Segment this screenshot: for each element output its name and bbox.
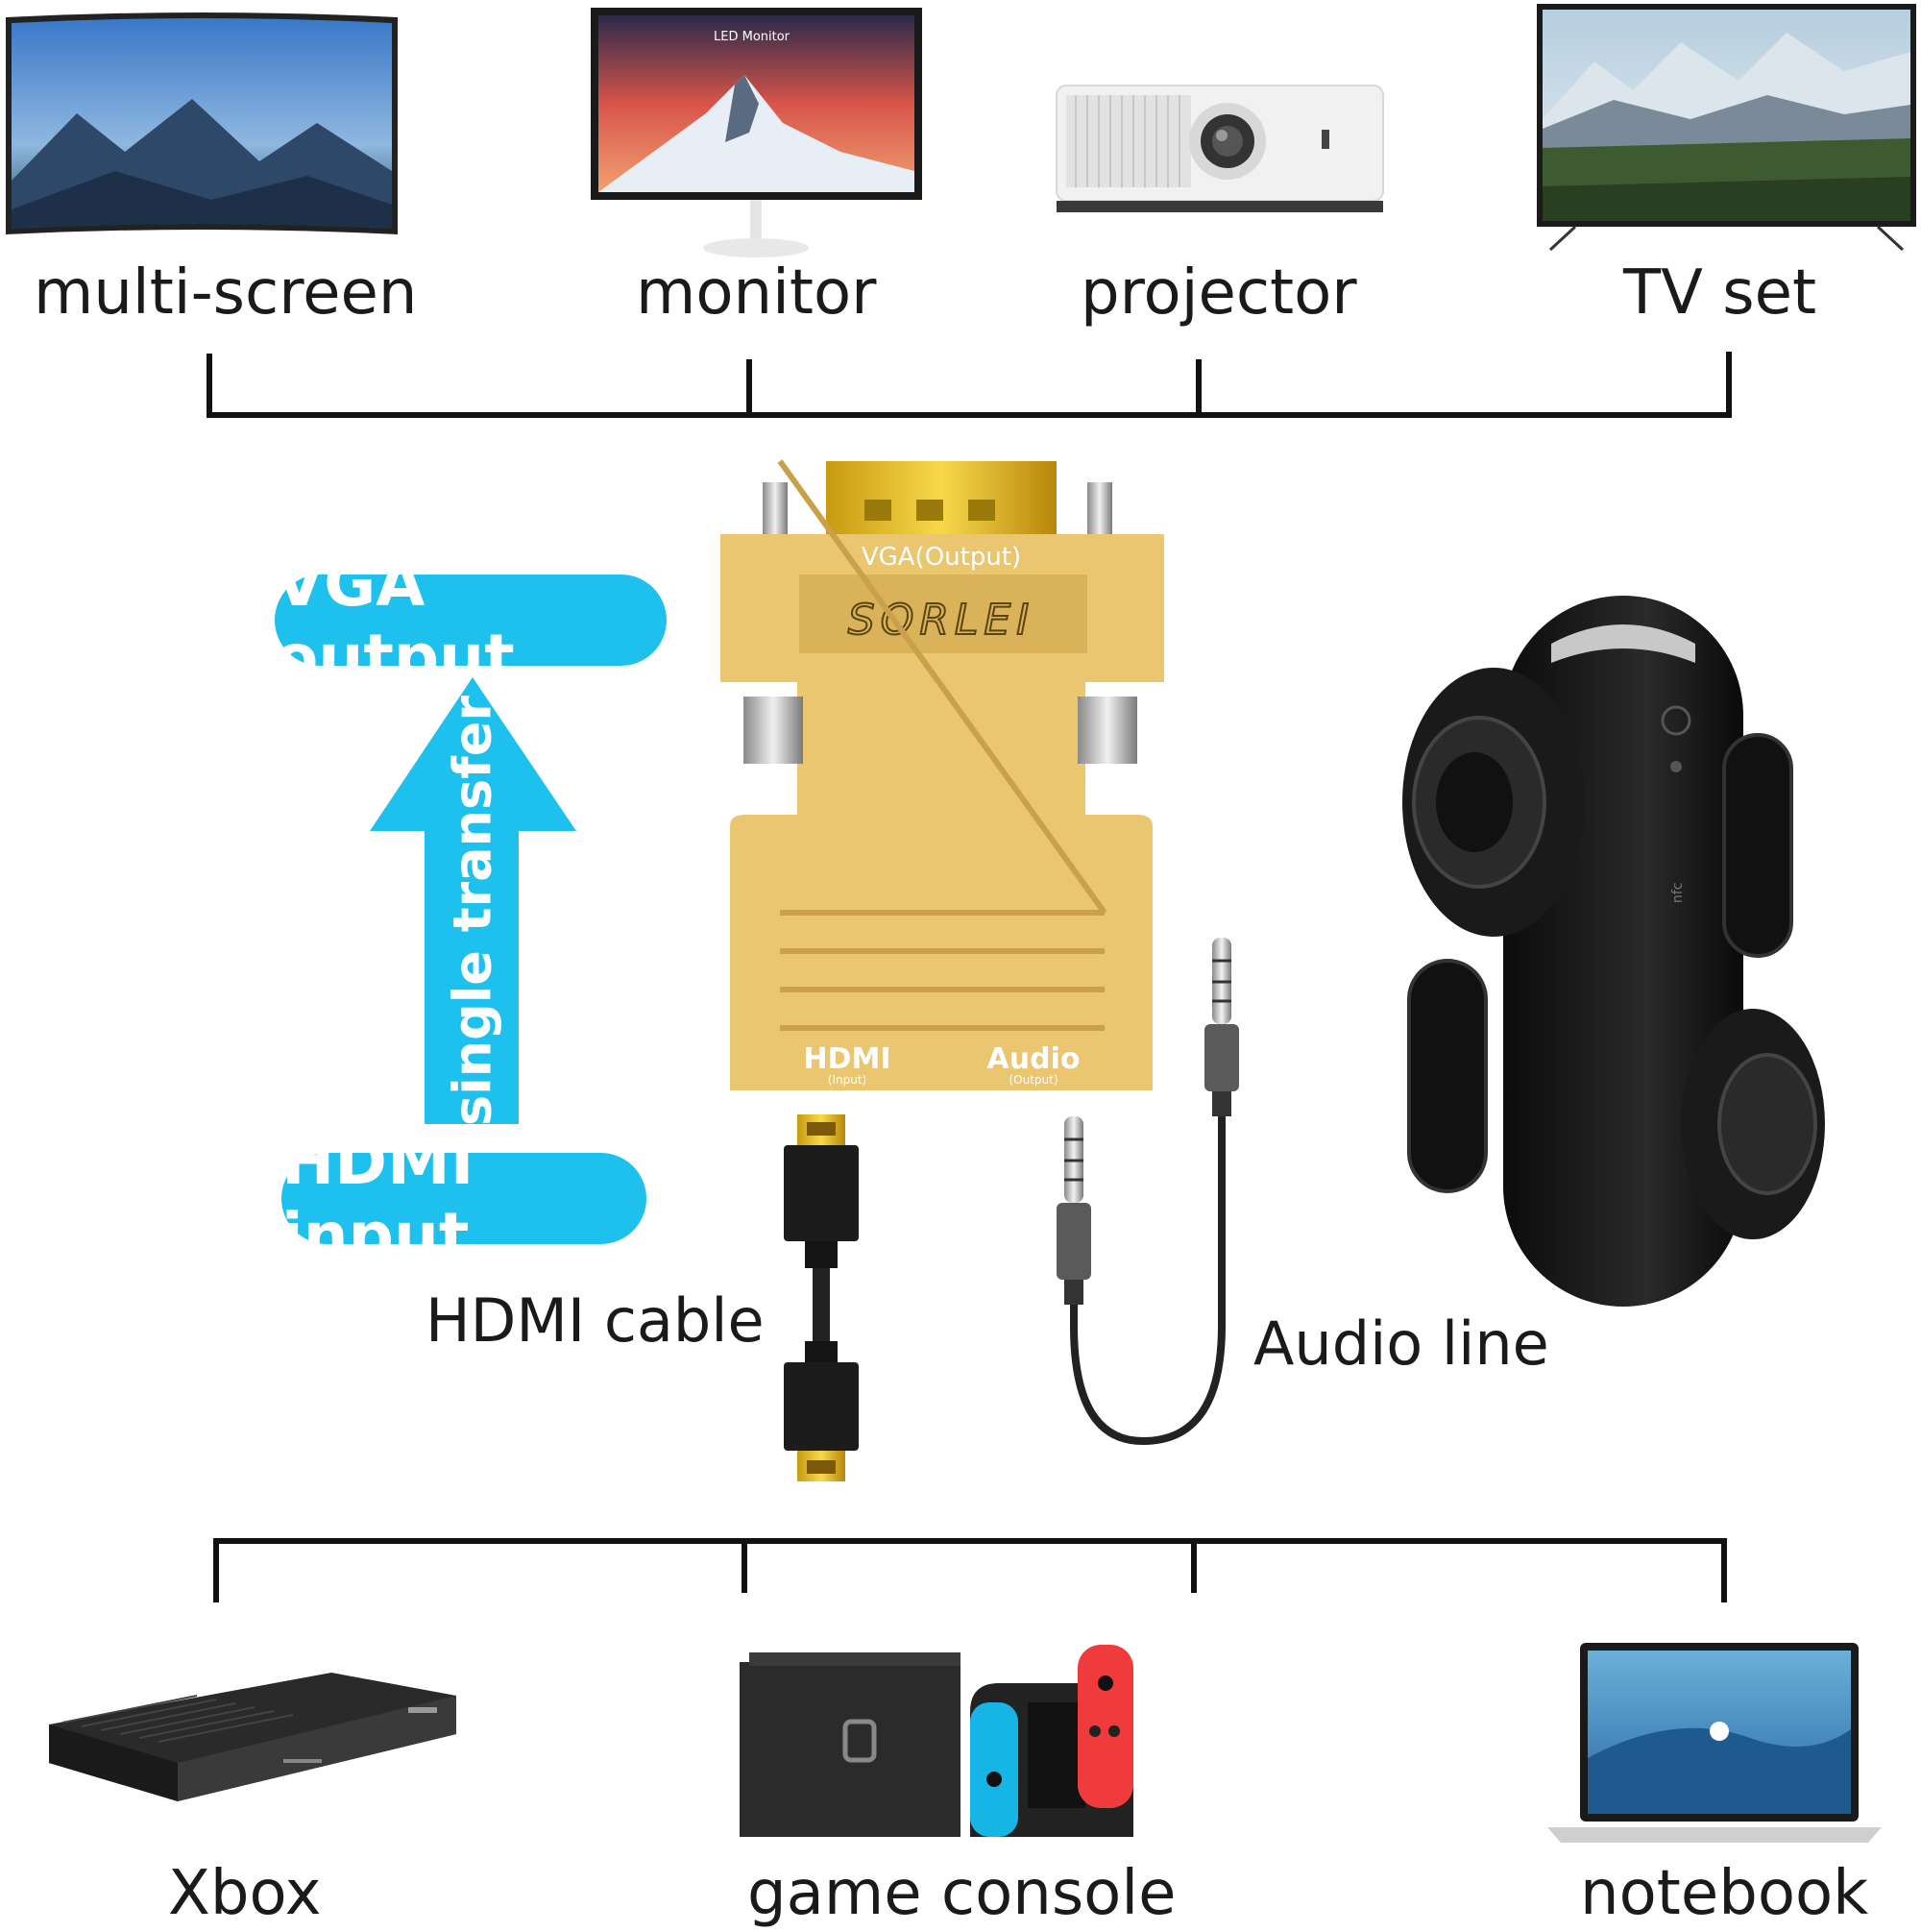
device-label-multi-screen: multi-screen: [34, 257, 418, 329]
top-connector-bracket: [207, 352, 1732, 418]
single-transfer-arrow: [370, 677, 576, 1124]
single-transfer-label: single transfer: [442, 696, 503, 1126]
device-label-projector: projector: [1081, 257, 1357, 329]
adapter-hdmi-port-sub: (Input): [828, 1073, 866, 1087]
device-label-xbox: Xbox: [168, 1858, 322, 1929]
adapter-audio-port-label: Audio: [987, 1042, 1081, 1076]
hdmi-cable-image: [784, 1114, 859, 1481]
device-label-monitor: monitor: [636, 257, 877, 329]
tv-set-image: [1537, 4, 1916, 252]
speaker-nfc-text: nfc: [1670, 883, 1686, 904]
adapter-audio-port-sub: (Output): [1009, 1073, 1058, 1087]
notebook-image: [1547, 1643, 1882, 1843]
adapter-hdmi-port-label: HDMI: [803, 1042, 890, 1076]
projector-image: [1056, 85, 1384, 212]
device-label-notebook: notebook: [1580, 1858, 1869, 1929]
device-label-game-console: game console: [747, 1858, 1177, 1929]
vga-output-badge: VGA output: [275, 547, 667, 695]
multi-screen-image: [6, 12, 398, 234]
bottom-connector-bracket: [213, 1538, 1727, 1602]
game-console-image: [740, 1645, 1133, 1837]
audio-line-image: [1057, 938, 1239, 1446]
audio-line-label: Audio line: [1253, 1308, 1549, 1379]
vga-hdmi-adapter: VGA(Output) SORLEI HDMI (Input) Audio (O…: [720, 459, 1164, 1090]
device-label-tv-set: TV set: [1623, 257, 1817, 329]
xbox-image: [49, 1673, 456, 1801]
hdmi-input-badge: HDMI input: [281, 1125, 646, 1273]
adapter-vga-label: VGA(Output): [862, 543, 1021, 572]
monitor-image: LED Monitor: [591, 8, 922, 257]
speaker-image: nfc: [1402, 596, 1825, 1307]
monitor-brand-text: LED Monitor: [714, 30, 790, 44]
adapter-brand-text: SORLEI: [848, 596, 1034, 645]
hdmi-cable-label: HDMI cable: [426, 1285, 765, 1356]
